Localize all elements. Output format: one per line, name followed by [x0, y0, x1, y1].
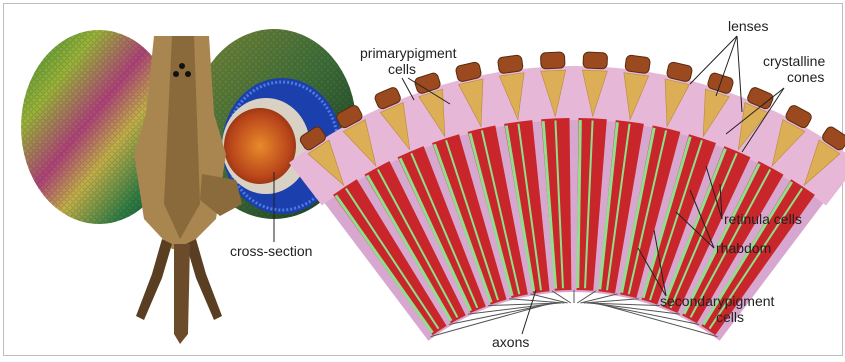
label-secondary-pigment-cells: cells [716, 309, 744, 325]
fly-head-photo [21, 29, 356, 344]
label-axons: axons [492, 334, 529, 350]
label-secondary-pigment: secondarypigment [660, 293, 775, 309]
axon [509, 299, 564, 303]
label-lenses: lenses [728, 18, 768, 34]
label-crystalline: crystalline [763, 53, 825, 69]
lens [497, 55, 523, 74]
antenna-left [136, 239, 172, 320]
ocellus [185, 71, 191, 77]
lens [583, 52, 608, 69]
axon [584, 299, 639, 303]
label-primary-pigment: primarypigment [360, 45, 457, 61]
label-crystalline-cones: cones [787, 69, 824, 85]
label-rhabdom: rhabdom [716, 240, 771, 256]
lens [540, 52, 565, 69]
label-cross-section: cross-section [230, 243, 312, 259]
compound-eye-figure: cross-section primarypigment cells lense… [4, 4, 845, 362]
ocellus [173, 71, 179, 77]
eye-cross-section-interior [224, 108, 296, 184]
lens [625, 55, 651, 74]
figure-frame: cross-section primarypigment cells lense… [3, 3, 843, 356]
ocellus [179, 63, 185, 69]
label-retinula-cells: retinula cells [724, 211, 802, 227]
proboscis [174, 244, 190, 344]
antenna-right [186, 239, 222, 320]
label-primary-pigment-cells: cells [388, 61, 416, 77]
